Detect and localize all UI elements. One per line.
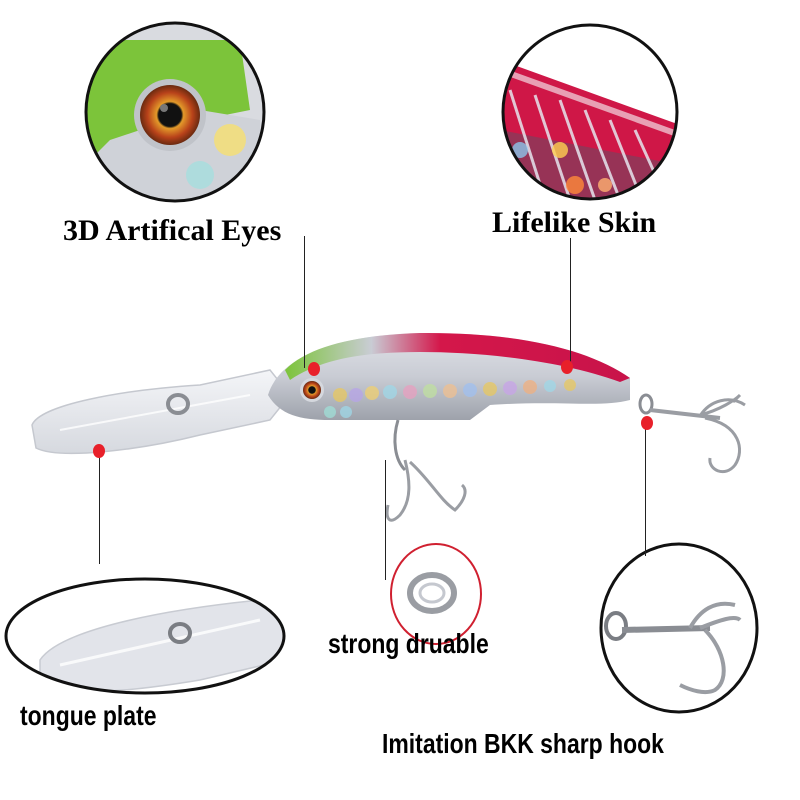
label-strong-durable: strong druable <box>328 628 489 659</box>
tongue-plate-closeup-icon <box>4 577 286 695</box>
callout-dot-eyes <box>308 362 320 376</box>
callout-dot-hook <box>641 416 653 430</box>
label-lifelike-skin: Lifelike Skin <box>492 206 657 239</box>
label-bkk-hook: Imitation BKK sharp hook <box>382 728 664 759</box>
label-3d-eyes: 3D Artifical Eyes <box>63 214 282 247</box>
leader-line-ring <box>385 460 386 580</box>
treble-hook-closeup-icon <box>599 542 759 714</box>
label-tongue-plate: tongue plate <box>20 700 157 731</box>
callout-dot-tongue <box>93 444 105 458</box>
lure-body <box>31 332 746 522</box>
split-ring-icon <box>390 543 482 645</box>
callout-dot-skin <box>561 360 573 374</box>
leader-line-skin <box>570 238 571 366</box>
leader-line-hook <box>645 424 646 556</box>
skin-closeup-icon <box>501 23 679 201</box>
eye-closeup-icon <box>84 21 266 203</box>
leader-line-eyes <box>304 236 305 368</box>
leader-line-tongue <box>99 452 100 564</box>
